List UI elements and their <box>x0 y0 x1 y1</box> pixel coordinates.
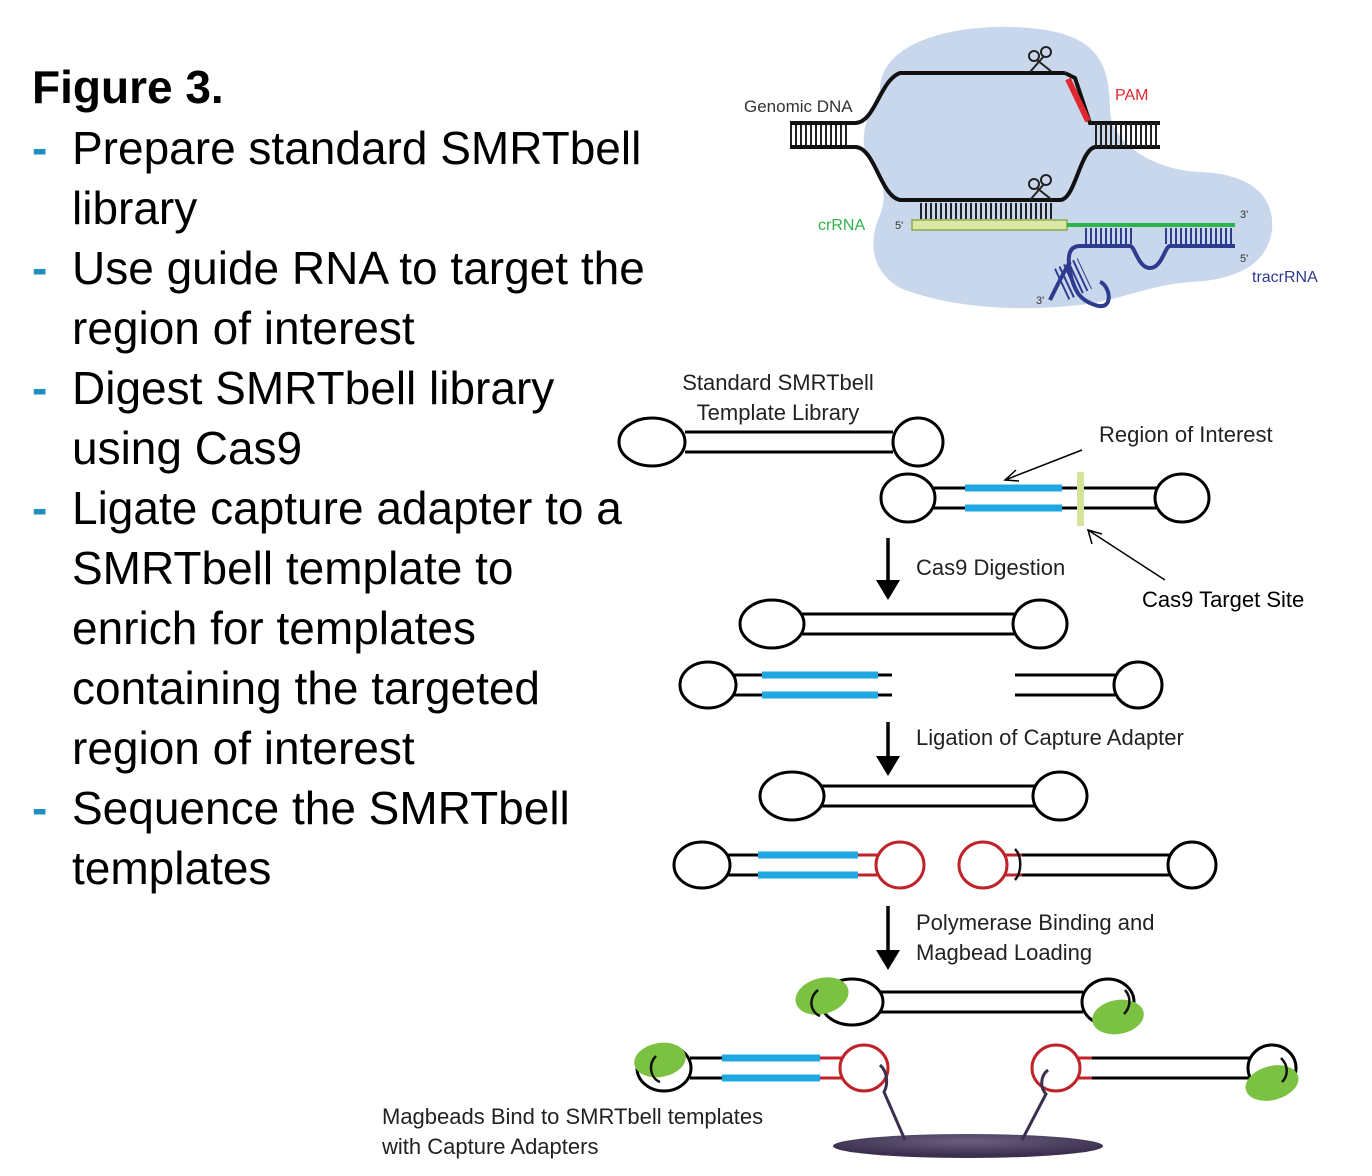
bullet-dash-icon: - <box>32 242 48 294</box>
tracr-pairing-right <box>1165 228 1233 244</box>
magbeads-caption: Magbeads Bind to SMRTbell templates <box>382 1104 763 1129</box>
intact-smrtbell <box>738 598 1069 650</box>
polymerase-binding-label: Polymerase Binding and <box>916 910 1154 935</box>
loaded-smrtbell <box>819 977 1136 1027</box>
polymerase-blob <box>1092 999 1144 1035</box>
primer-arc <box>649 1055 661 1084</box>
crrna-label: crRNA <box>818 217 865 234</box>
target-callout-line <box>1087 529 1166 581</box>
standard-library-label: Template Library <box>697 400 860 425</box>
bullet-dash-icon: - <box>32 782 48 834</box>
target-callout-arrowhead <box>1086 528 1103 545</box>
dna-bottom-right <box>1059 145 1160 202</box>
polymerase-binding-label: Magbead Loading <box>916 940 1092 965</box>
polymerase-blob <box>1245 1065 1299 1101</box>
cut-fragment-right <box>1015 660 1164 710</box>
smrtbell-template <box>617 416 945 468</box>
bullet-dash-icon: - <box>32 122 48 174</box>
step-item: -Prepare standard SMRTbell library <box>30 118 650 238</box>
down-arrow-icon <box>876 722 900 776</box>
dna-duplex-left <box>790 123 850 147</box>
down-arrow-icon <box>876 906 900 970</box>
cas9-complex: Genomic DNA PAM crRNA 5' 3' 5' 3' tracrR… <box>744 26 1318 309</box>
step-text: Prepare standard SMRTbell library <box>72 122 642 234</box>
dna-duplex-right <box>1095 123 1157 147</box>
primer-arc <box>1013 848 1022 881</box>
dna-top-strand <box>790 71 1065 125</box>
region-of-interest-label: Region of Interest <box>1099 422 1273 447</box>
primer-arc <box>1280 1057 1288 1083</box>
magbeads-caption: with Capture Adapters <box>381 1134 598 1159</box>
genomic-dna-label: Genomic DNA <box>744 97 853 116</box>
ligation-label: Ligation of Capture Adapter <box>916 725 1184 750</box>
pam-segment <box>1065 77 1091 123</box>
roi-callout-arrowhead <box>1003 469 1020 482</box>
crrna-pairing <box>918 203 1053 219</box>
step-text: Digest SMRTbell library using Cas9 <box>72 362 555 474</box>
cas9-digestion-label: Cas9 Digestion <box>916 555 1065 580</box>
step-item: -Digest SMRTbell library using Cas9 <box>30 358 650 478</box>
cut-fragment-left <box>678 660 892 710</box>
polymerase-blob <box>795 977 849 1015</box>
step-item: -Ligate capture adapter to a SMRTbell te… <box>30 478 650 778</box>
capture-adapter <box>858 840 926 890</box>
step-item: -Use guide RNA to target the region of i… <box>30 238 650 358</box>
loaded-fragment-right <box>1090 1043 1298 1093</box>
down-arrow-icon <box>876 538 900 600</box>
tracr-3-end <box>1048 260 1072 301</box>
primer-arc <box>1123 989 1131 1015</box>
captured-fragment-left <box>672 840 870 890</box>
step-text: Sequence the SMRTbell templates <box>72 782 570 894</box>
tracr-pairing-left <box>1085 228 1135 244</box>
step-text: Ligate capture adapter to a SMRTbell tem… <box>72 482 622 774</box>
step-list: -Prepare standard SMRTbell library -Use … <box>30 118 650 898</box>
standard-library-label: Standard SMRTbell <box>682 370 874 395</box>
cas9-target-site-label: Cas9 Target Site <box>1142 587 1304 612</box>
capture-tether <box>1020 1068 1050 1141</box>
bullet-dash-icon: - <box>32 362 48 414</box>
primer-arc <box>810 989 821 1018</box>
crrna-guide <box>911 219 1068 231</box>
intact-smrtbell <box>758 770 1089 822</box>
capture-adapter <box>1030 1043 1092 1093</box>
bullet-dash-icon: - <box>32 482 48 534</box>
scissors-icon <box>1028 46 1053 73</box>
five-prime-label: 5' <box>1240 253 1248 265</box>
tracrrna-label: tracrRNA <box>1252 269 1318 286</box>
pam-label: PAM <box>1115 87 1148 104</box>
five-prime-label: 5' <box>895 220 903 232</box>
capture-tether <box>878 1063 907 1141</box>
tracr-hairpin <box>1054 258 1092 300</box>
figure-title: Figure 3. <box>32 61 224 113</box>
polymerase-blob <box>634 1042 686 1078</box>
roi-callout-line <box>1004 449 1083 481</box>
three-prime-label: 3' <box>1036 295 1044 307</box>
step-item: -Sequence the SMRTbell templates <box>30 778 650 898</box>
figure-text: Figure 3. -Prepare standard SMRTbell lib… <box>30 58 650 898</box>
capture-adapter <box>957 840 1022 890</box>
three-prime-label: 3' <box>1240 209 1248 221</box>
capture-adapter <box>820 1043 890 1093</box>
scissors-icon <box>1028 174 1053 201</box>
dna-bottom-strand <box>790 145 1060 202</box>
smrtbell-template-with-roi <box>879 472 1211 524</box>
magbead-surface <box>833 1134 1103 1158</box>
captured-fragment-right <box>1020 840 1218 890</box>
tracrrna-strand <box>1066 244 1235 309</box>
step-text: Use guide RNA to target the region of in… <box>72 242 645 354</box>
cas9-target-site-marker <box>1077 472 1084 526</box>
